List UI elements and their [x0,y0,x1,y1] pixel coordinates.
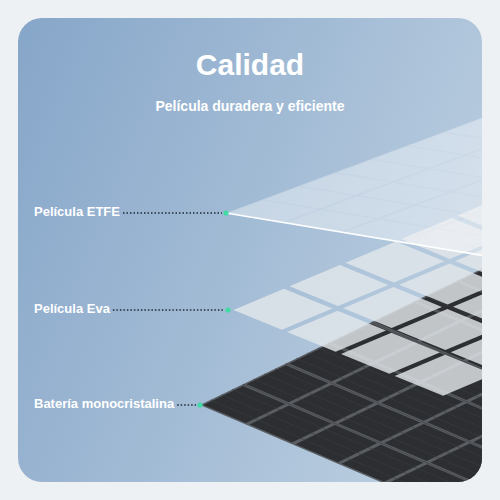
eva-layer-cell [451,331,482,372]
battery-cell-line [211,400,441,482]
leader-dot [225,307,230,312]
part-label: Batería monocristalina [34,396,174,411]
eva-layer-cell [397,309,482,350]
battery-cell-line [243,384,473,482]
leader-line [113,309,224,310]
part-label: Película ETFE [34,204,120,219]
leader-dot [223,210,228,215]
eva-layer-cell [399,264,482,305]
leader-line [123,212,222,213]
etfe-layer-cell [468,142,482,164]
battery-layer-base [200,260,482,482]
card-background [18,18,482,482]
etfe-layer-cell [417,192,482,214]
battery-cell-line [221,395,451,482]
etfe-film [226,105,482,261]
etfe-edge [226,213,482,261]
battery-layer-cell [427,403,482,440]
etfe-layer-cell [461,239,482,261]
part-label: Película Eva [34,301,110,316]
leader-dot [197,402,202,407]
leader-group [113,210,231,407]
subtitle: Película duradera y eficiente [0,98,500,114]
battery-cell-line [232,389,462,482]
etfe-layer-cell [475,202,482,224]
battery-layer-cell [473,423,482,460]
leader-line [177,404,196,405]
etfe-layer-cell [432,156,482,178]
eva-layer-cell [453,286,482,327]
eva-layer-cell [395,355,482,396]
etfe-layer-cell [454,179,482,201]
etfe-layer-cell [446,119,482,141]
layer-group [200,105,482,482]
title: Calidad [0,48,500,82]
etfe-layer-cell [439,216,482,238]
